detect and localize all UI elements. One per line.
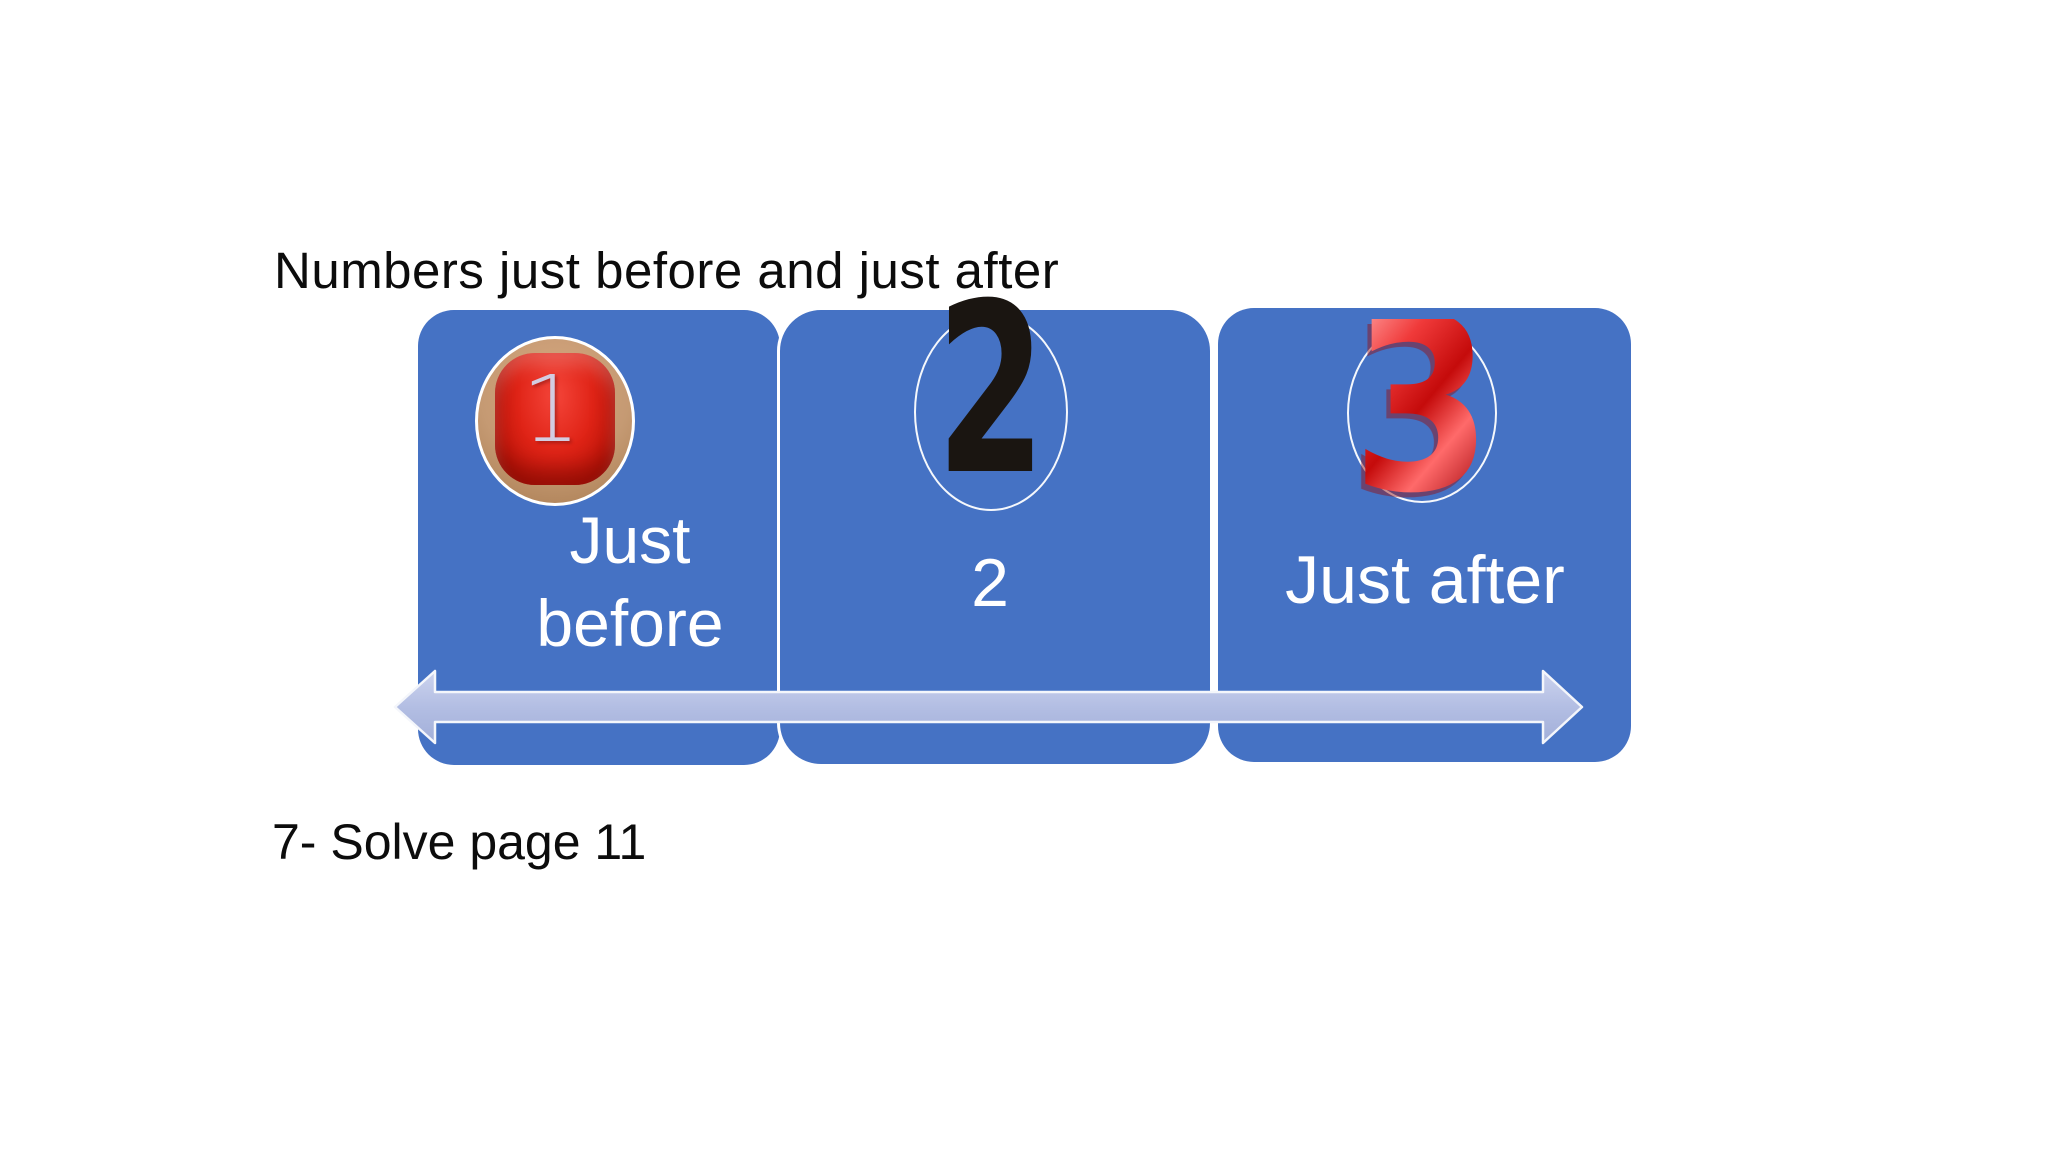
footer-note: 7- Solve page 11: [272, 814, 647, 870]
digit-1: 1: [521, 356, 581, 463]
double-arrow-shape: [393, 669, 1584, 745]
card-number-2: 2 2: [777, 273, 1213, 767]
card-just-before-label: Just before: [536, 503, 724, 660]
card-just-before: 1 Just before: [418, 310, 780, 765]
ellipse-frame-2: 2: [914, 273, 1068, 511]
red-button-face: 1: [495, 353, 615, 485]
red-button-1-image: 1: [475, 336, 635, 506]
card-just-after: 3 Just after: [1218, 286, 1631, 762]
double-arrow: [393, 669, 1584, 745]
ellipse-frame-3: 3: [1347, 286, 1497, 526]
card-number-2-label: 2: [971, 545, 1009, 621]
card-just-after-label: Just after: [1285, 542, 1565, 618]
digit-2: 2: [936, 254, 1046, 527]
digit-3: 3: [1351, 266, 1493, 546]
slide-title: Numbers just before and just after: [274, 242, 1060, 299]
